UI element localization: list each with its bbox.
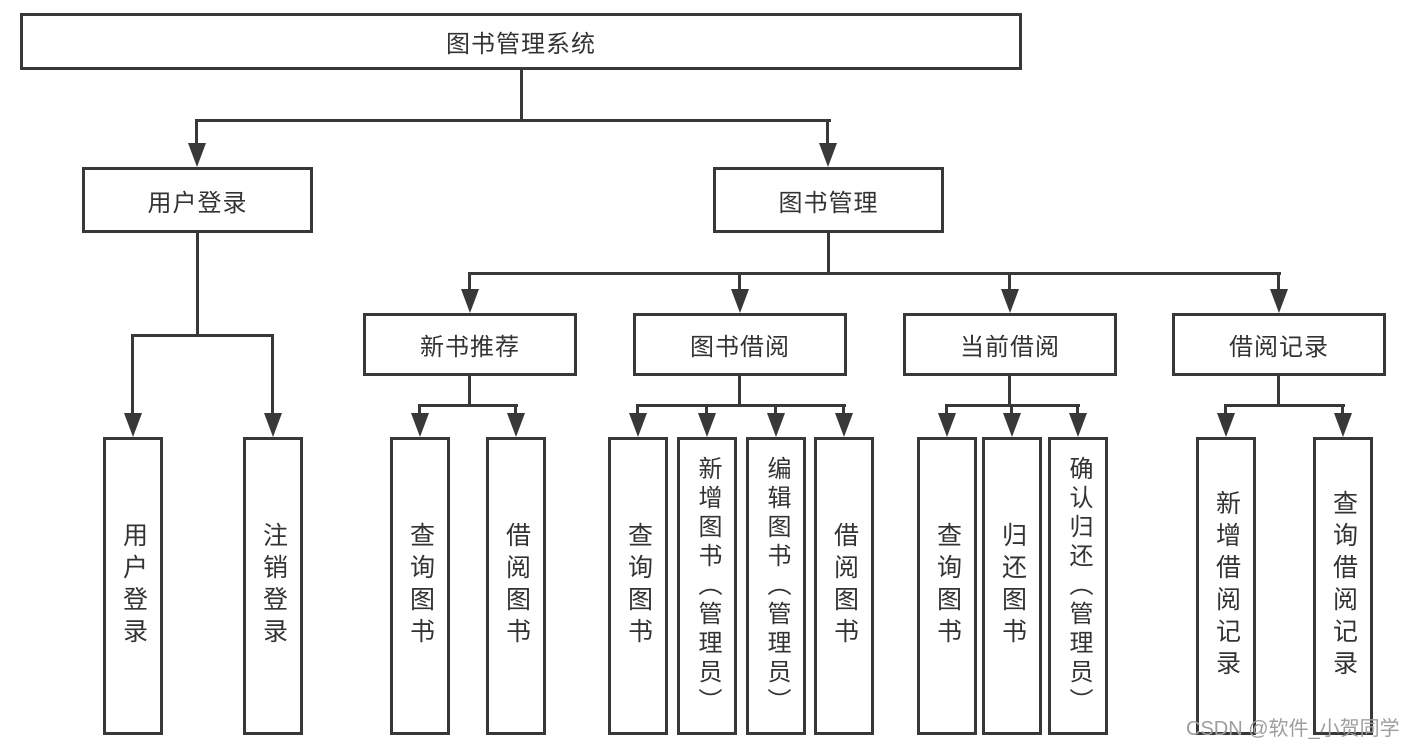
arrowhead-icon [124, 413, 142, 437]
leaf-user-login-label: 用户登录 [119, 522, 148, 650]
leaf-bb-add-books-label: 新增图书（管理员） [694, 455, 721, 717]
connector-line [196, 119, 831, 122]
connector-line [826, 119, 829, 150]
connector-line [196, 233, 199, 337]
connector-line [520, 69, 523, 121]
arrowhead-icon [1069, 413, 1087, 437]
connector-line [131, 334, 134, 419]
connector-line [738, 272, 741, 296]
leaf-br-add-record-label: 新增借阅记录 [1212, 490, 1241, 682]
leaf-nb-borrow-books-label: 借阅图书 [502, 522, 531, 650]
connector-line [468, 272, 471, 296]
connector-line [271, 334, 274, 419]
connector-line [132, 334, 274, 337]
leaf-cb-confirm-return: 确认归还（管理员） [1048, 437, 1108, 735]
leaf-cb-query-books-label: 查询图书 [933, 522, 962, 650]
arrowhead-icon [819, 143, 837, 167]
leaf-br-query-record-label: 查询借阅记录 [1329, 490, 1358, 682]
connector-line [827, 233, 830, 275]
arrowhead-icon [1217, 413, 1235, 437]
leaf-cb-confirm-return-label: 确认归还（管理员） [1065, 455, 1092, 717]
connector-line [195, 119, 198, 150]
node-book-mgmt: 图书管理 [713, 167, 944, 233]
arrowhead-icon [188, 143, 206, 167]
watermark: CSDN @软件_小贺同学 [1186, 718, 1400, 740]
leaf-bb-add-books: 新增图书（管理员） [677, 437, 737, 735]
arrowhead-icon [1003, 413, 1021, 437]
node-root-label: 图书管理系统 [446, 31, 596, 58]
leaf-br-add-record: 新增借阅记录 [1196, 437, 1256, 735]
leaf-bb-query-books: 查询图书 [608, 437, 668, 735]
leaf-bb-borrow-books-label: 借阅图书 [830, 522, 859, 650]
leaf-nb-query-books: 查询图书 [390, 437, 450, 735]
arrowhead-icon [507, 413, 525, 437]
node-current-borrow: 当前借阅 [903, 313, 1117, 376]
arrowhead-icon [1270, 289, 1288, 313]
leaf-br-query-record: 查询借阅记录 [1313, 437, 1373, 735]
arrowhead-icon [1334, 413, 1352, 437]
node-borrow-records-label: 借阅记录 [1229, 334, 1329, 361]
arrowhead-icon [1001, 289, 1019, 313]
connector-line [468, 272, 1281, 275]
node-book-borrow: 图书借阅 [633, 313, 847, 376]
leaf-user-login: 用户登录 [103, 437, 163, 735]
connector-line [1008, 272, 1011, 296]
arrowhead-icon [731, 289, 749, 313]
connector-line [636, 404, 846, 407]
leaf-bb-borrow-books: 借阅图书 [814, 437, 874, 735]
arrowhead-icon [411, 413, 429, 437]
arrowhead-icon [461, 289, 479, 313]
node-user-login-label: 用户登录 [147, 189, 248, 217]
node-user-login: 用户登录 [82, 167, 313, 233]
leaf-bb-edit-books-label: 编辑图书（管理员） [763, 455, 790, 717]
arrowhead-icon [938, 413, 956, 437]
connector-line [1008, 375, 1011, 407]
leaf-bb-query-books-label: 查询图书 [624, 522, 653, 650]
leaf-logout: 注销登录 [243, 437, 303, 735]
connector-line [738, 375, 741, 407]
arrowhead-icon [835, 413, 853, 437]
arrowhead-icon [264, 413, 282, 437]
leaf-cb-return-books: 归还图书 [982, 437, 1042, 735]
leaf-cb-return-books-label: 归还图书 [998, 522, 1027, 650]
connector-line [1224, 404, 1345, 407]
leaf-nb-borrow-books: 借阅图书 [486, 437, 546, 735]
connector-line [468, 375, 471, 407]
node-current-borrow-label: 当前借阅 [960, 334, 1060, 361]
node-new-book-rec: 新书推荐 [363, 313, 577, 376]
arrowhead-icon [629, 413, 647, 437]
leaf-bb-edit-books: 编辑图书（管理员） [746, 437, 806, 735]
leaf-nb-query-books-label: 查询图书 [406, 522, 435, 650]
node-new-book-rec-label: 新书推荐 [420, 334, 520, 361]
node-book-mgmt-label: 图书管理 [778, 189, 879, 217]
leaf-logout-label: 注销登录 [259, 522, 288, 650]
arrowhead-icon [698, 413, 716, 437]
connector-line [1277, 375, 1280, 407]
connector-line [418, 404, 518, 407]
node-book-borrow-label: 图书借阅 [690, 334, 790, 361]
leaf-cb-query-books: 查询图书 [917, 437, 977, 735]
node-root: 图书管理系统 [20, 13, 1022, 70]
arrowhead-icon [767, 413, 785, 437]
node-borrow-records: 借阅记录 [1172, 313, 1386, 376]
connector-line [1277, 272, 1280, 296]
